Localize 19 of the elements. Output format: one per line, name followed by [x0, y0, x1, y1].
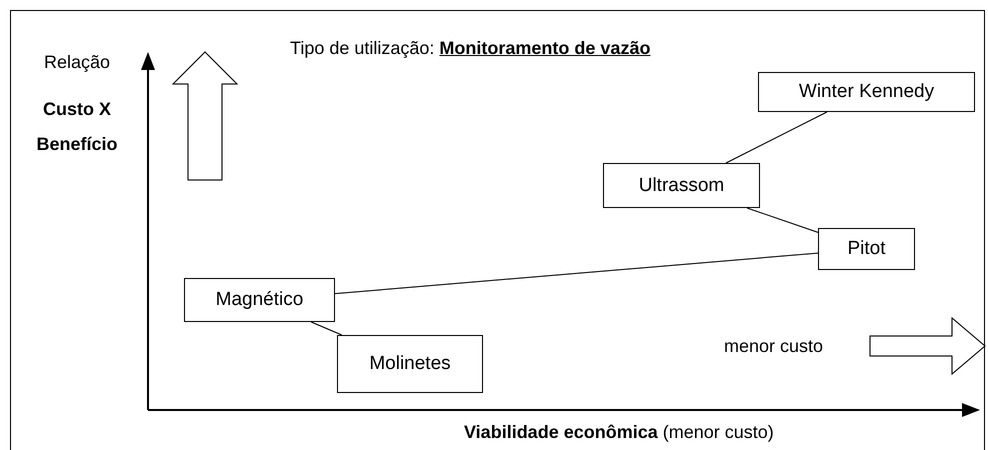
- text-label: menor custo: [724, 336, 824, 358]
- node-text: Magnético: [216, 289, 304, 311]
- connector-line: [334, 252, 818, 294]
- node-text: Winter Kennedy: [798, 81, 934, 103]
- label-box: [184, 278, 335, 322]
- text-label: Relação: [42, 52, 112, 74]
- label-box: [337, 335, 483, 393]
- text-label: Custo X Benefício: [35, 98, 119, 156]
- node-text: Pitot: [847, 238, 886, 260]
- connector-line: [746, 208, 818, 233]
- connector-line: [726, 112, 828, 164]
- node-text: Molinetes: [369, 353, 451, 375]
- label-box: [603, 163, 760, 208]
- text-label: Viabilidade econômica (menor custo): [464, 422, 775, 444]
- label-box: [758, 72, 975, 112]
- text-label: Tipo de utilização: Monitoramento de vazão: [290, 38, 652, 60]
- label-box: [818, 228, 915, 270]
- connector-line: [310, 322, 342, 336]
- node-text: Ultrassom: [638, 174, 724, 196]
